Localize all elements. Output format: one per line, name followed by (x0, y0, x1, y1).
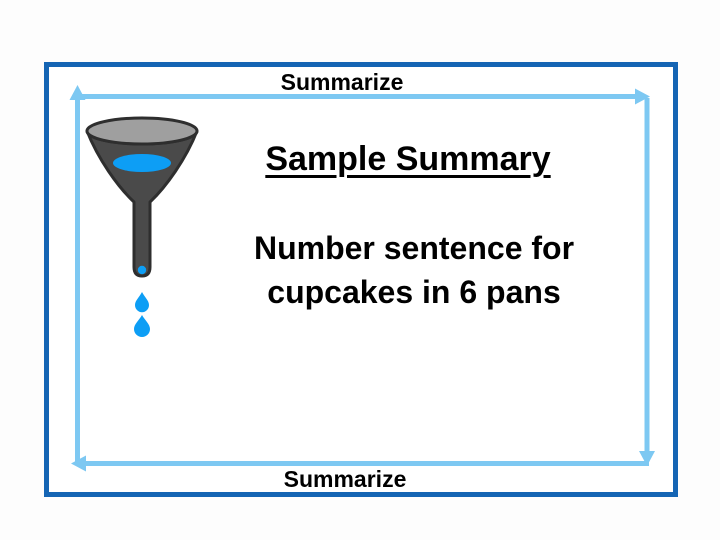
slide-heading: Sample Summary (265, 140, 551, 178)
body-line-1: Number sentence for (253, 230, 575, 266)
slide-body-text: Number sentence for cupcakes in 6 pans (104, 226, 720, 314)
summarize-label-top: Summarize (280, 69, 404, 95)
summarize-label-bottom: Summarize (283, 466, 407, 492)
body-line-2: cupcakes in 6 pans (267, 274, 561, 310)
